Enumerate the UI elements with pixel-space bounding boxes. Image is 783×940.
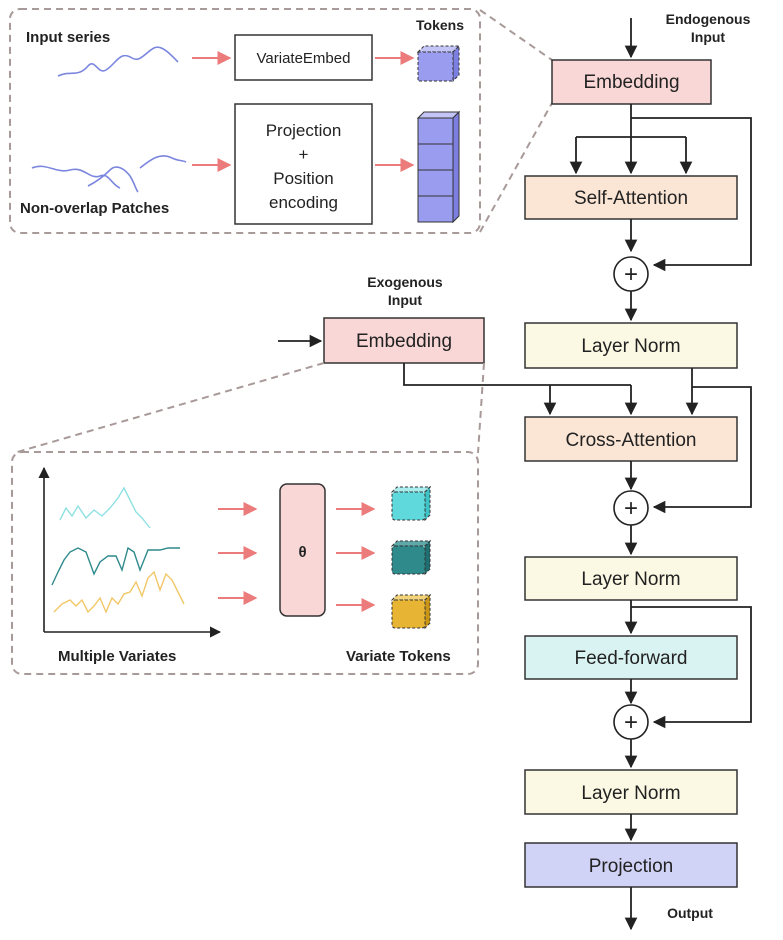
exo-zoom-line-right [477, 362, 485, 454]
variate-embed-label: VariateEmbed [257, 50, 351, 67]
single-token-cube [416, 44, 461, 83]
self-attention-label: Self-Attention [574, 188, 688, 209]
layer-norm-box-2 [524, 556, 738, 601]
variate-series-cyan [59, 486, 151, 529]
endogenous-detail-panel [9, 8, 481, 234]
endo-zoom-line-top [479, 9, 553, 61]
variate-token-gold [390, 593, 432, 630]
feed-forward-box [524, 635, 738, 680]
exogenous-detail-panel [11, 451, 479, 675]
self-attention-box [524, 175, 738, 220]
endogenous-embedding-label: Embedding [583, 72, 679, 93]
layer-norm-label-1: Layer Norm [581, 336, 680, 357]
cross-attention-label: Cross-Attention [566, 430, 697, 451]
projection-text-line4: encoding [269, 193, 338, 212]
non-overlap-patches-label: Non-overlap Patches [20, 200, 169, 217]
projection-text-line2: + [299, 145, 309, 164]
layer-norm-box-3 [524, 769, 738, 815]
output-label: Output [667, 905, 713, 921]
exogenous-to-cross-attention [403, 363, 631, 386]
variate-series-teal [51, 546, 180, 586]
residual-connection-3 [631, 606, 752, 729]
plus-symbol-2: + [624, 495, 638, 522]
exogenous-label-line2: Input [388, 292, 423, 308]
layer-norm-label-3: Layer Norm [581, 783, 680, 804]
patches-curve [31, 155, 187, 193]
residual-connection-2 [652, 386, 752, 514]
endogenous-embedding-box [551, 59, 712, 105]
residual-connection-1 [631, 117, 752, 272]
variate-tokens-label: Variate Tokens [346, 648, 451, 665]
exogenous-label-line1: Exogenous [367, 274, 443, 290]
layer-norm-label-2: Layer Norm [581, 569, 680, 590]
projection-text-line3: Position [273, 169, 333, 188]
endogenous-label-line1: Endogenous [666, 11, 751, 27]
cross-attention-box [524, 416, 738, 462]
exo-zoom-line-left [13, 362, 325, 454]
variate-series-gold [53, 570, 185, 614]
plus-symbol-3: + [624, 709, 638, 736]
projection-text-line1: Projection [266, 121, 342, 140]
exogenous-embedding-label: Embedding [356, 331, 452, 352]
projection-label: Projection [589, 856, 674, 877]
plus-symbol-1: + [624, 261, 638, 288]
tokens-label: Tokens [416, 17, 464, 33]
feed-forward-label: Feed-forward [575, 648, 688, 669]
endogenous-label-line2: Input [691, 29, 726, 45]
input-series-label: Input series [26, 29, 110, 46]
variate-token-cyan [390, 485, 432, 522]
theta-box [279, 483, 326, 617]
input-series-curve [57, 46, 179, 77]
theta-symbol: θ [298, 544, 306, 561]
layer-norm-box-1 [524, 322, 738, 369]
variate-embed-box [234, 34, 373, 81]
variate-token-teal [390, 539, 432, 576]
token-stack [416, 110, 461, 224]
endo-zoom-line-bottom [479, 102, 553, 233]
multiple-variates-label: Multiple Variates [58, 648, 176, 665]
projection-position-encoding-box [234, 103, 373, 225]
